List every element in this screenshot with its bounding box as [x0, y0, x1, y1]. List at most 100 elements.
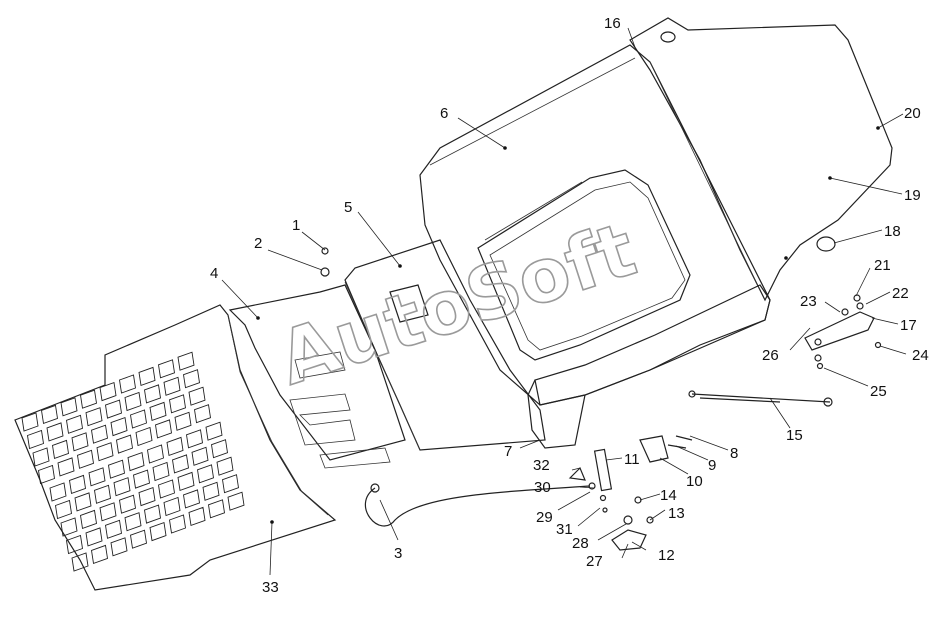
- mat-cell: [60, 517, 78, 537]
- callout-1: 1: [292, 217, 300, 234]
- mat-cell: [85, 527, 103, 547]
- callout-25: 25: [870, 383, 887, 400]
- rear-cover-panel: [629, 17, 893, 302]
- mat-cell: [32, 447, 50, 467]
- mat-cell: [65, 534, 84, 555]
- mat-cell: [163, 496, 181, 517]
- mat-cell: [21, 412, 39, 432]
- mat-cell: [99, 381, 117, 402]
- mat-cell: [118, 494, 137, 514]
- mat-cell: [188, 506, 206, 527]
- watermark: AutoSoft: [268, 206, 646, 403]
- callout-22: 22: [892, 285, 909, 302]
- callout-7: 7: [504, 443, 512, 460]
- fasteners: [320, 247, 882, 551]
- mat-cell: [79, 389, 98, 409]
- mat-cell: [49, 482, 67, 502]
- callout-27: 27: [586, 553, 603, 570]
- watermark-text: AutoSoft: [269, 207, 645, 402]
- mat-cell: [177, 351, 195, 371]
- mat-cell: [110, 416, 128, 437]
- callout-19: 19: [904, 187, 921, 204]
- mat-cell: [157, 359, 176, 379]
- callout-30: 30: [534, 479, 551, 496]
- callout-16: 16: [604, 15, 621, 32]
- mat-cell: [124, 512, 142, 532]
- mat-cell: [74, 492, 92, 512]
- mat-cell: [71, 552, 89, 572]
- mat-cell: [57, 457, 75, 477]
- mat-cell: [40, 404, 59, 425]
- mat-cell: [104, 519, 123, 539]
- callout-14: 14: [660, 487, 677, 504]
- callout-11: 11: [624, 451, 640, 468]
- callout-17: 17: [900, 317, 917, 334]
- mat-cell: [171, 454, 190, 474]
- floor-panel: [344, 239, 546, 451]
- callout-2: 2: [254, 235, 262, 252]
- mat-cell: [99, 502, 117, 522]
- mat-cell: [216, 456, 234, 476]
- mat-cell: [143, 504, 162, 524]
- mat-cell: [51, 439, 70, 460]
- mat-cell: [174, 411, 192, 431]
- mat-cell: [143, 384, 162, 404]
- mat-cell: [113, 477, 131, 497]
- mat-cell: [129, 529, 148, 549]
- mat-cell: [188, 386, 206, 406]
- mat-cell: [118, 374, 137, 394]
- mat-cell: [154, 419, 173, 439]
- callout-8: 8: [730, 445, 738, 462]
- mat-cell: [93, 484, 112, 504]
- mat-cell: [107, 459, 126, 479]
- mat-cell: [205, 421, 223, 441]
- mat-cell: [138, 486, 156, 507]
- callout-18: 18: [884, 223, 901, 240]
- callout-31: 31: [556, 521, 573, 538]
- mat-cell: [191, 446, 209, 466]
- callout-23: 23: [800, 293, 817, 310]
- callout-labels: 16 6 5 4 2 1 3 33 7 8 9 10 11 12 13 14 1…: [210, 15, 929, 596]
- callout-20: 20: [904, 105, 921, 122]
- callout-4: 4: [210, 265, 218, 282]
- mat-cell: [163, 376, 181, 396]
- mat-cell: [26, 429, 45, 450]
- mat-cell: [46, 422, 64, 442]
- callout-32: 32: [533, 457, 550, 474]
- mat-cell: [88, 467, 106, 487]
- mat-cell: [135, 426, 153, 447]
- callout-29: 29: [536, 509, 553, 526]
- hinge-bracket: [804, 311, 875, 351]
- gas-strut: [688, 390, 833, 407]
- mat-cell: [124, 391, 142, 412]
- mat-cell: [152, 461, 170, 482]
- mat-cell: [54, 499, 73, 520]
- mat-cell: [210, 439, 229, 459]
- mat-cell: [68, 474, 87, 495]
- leader-lines: [221, 27, 907, 576]
- mat-cell: [127, 451, 145, 472]
- callout-15: 15: [786, 427, 803, 444]
- mat-cell: [185, 429, 204, 449]
- mat-cell: [207, 499, 226, 519]
- callout-3: 3: [394, 545, 402, 562]
- mat-cell: [110, 537, 128, 557]
- callout-13: 13: [668, 505, 685, 522]
- callout-5: 5: [344, 199, 352, 216]
- mat-cell: [168, 394, 187, 414]
- callout-12: 12: [658, 547, 675, 564]
- seat-housing: [419, 44, 771, 449]
- mat-cell: [182, 369, 201, 389]
- mat-cell: [193, 404, 212, 424]
- mat-grid-cells: [21, 351, 245, 572]
- mat-cell: [196, 464, 215, 484]
- mat-cell: [65, 414, 84, 434]
- mat-cell: [177, 471, 195, 492]
- mat-cell: [168, 514, 187, 534]
- mat-cell: [79, 509, 98, 530]
- mat-cell: [157, 479, 176, 499]
- callout-9: 9: [708, 457, 716, 474]
- callout-24: 24: [912, 347, 929, 364]
- mat-cell: [149, 401, 167, 422]
